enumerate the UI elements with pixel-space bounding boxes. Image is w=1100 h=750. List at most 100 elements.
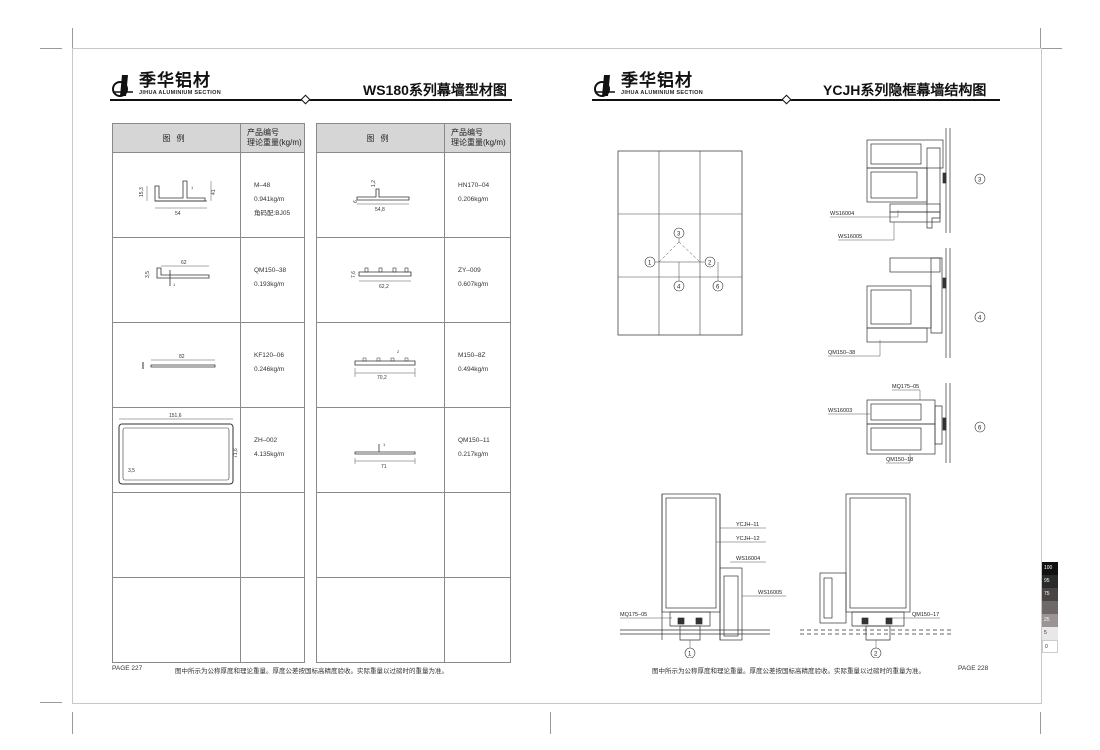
profile-code: M150–8Z [458,352,486,359]
logo-mark-icon [592,72,618,98]
header-rule [592,99,1000,101]
density-swatch: 100 [1042,562,1058,575]
header-rule [110,99,512,101]
dim-label: 82 [179,354,185,360]
crop-mark [1040,712,1041,734]
profile-weight: 0.494kg/m [458,366,489,373]
dim-label: 70,2 [377,375,387,381]
brand-name-en: JIHUA ALUMINIUM SECTION [139,90,221,96]
profile-weight: 0.246kg/m [254,366,285,373]
profile-drawing: 62,2 7,6 [317,238,444,322]
density-swatch [1042,601,1058,614]
empty-cell [113,578,240,662]
header-legend: 图例 [112,123,241,153]
brand-name-en: JIHUA ALUMINIUM SECTION [621,90,703,96]
dim-label: 3,5 [128,468,135,474]
dim-label: 15,3 [139,187,145,197]
page-title-left: WS180系列幕墙型材图 [363,82,507,98]
label-ws16003: WS16003 [828,408,852,414]
marker-4: 4 [677,285,681,291]
density-swatch: 25 [1042,614,1058,627]
profile-weight: 0.193kg/m [254,281,285,288]
crop-mark [1040,48,1062,49]
brand-name-cn: 季华铝材 [139,71,211,90]
crop-mark [40,702,62,703]
dim-label: 1 [173,282,176,287]
empty-cell [241,578,304,662]
header-info: 产品编号 理论重量(kg/m) [240,123,305,153]
label-ws16004-b: WS16004 [736,556,760,562]
crop-mark [72,712,73,734]
profile-code: M–48 [254,182,271,189]
profile-code: ZH–002 [254,437,278,444]
profile-code: QM150–11 [458,437,490,444]
elevation-grid: 3 1 2 4 6 [617,150,743,336]
density-swatch: 0 [1042,640,1058,653]
profile-drawing: 70,2 2 [317,323,444,407]
density-swatch: 95 [1042,575,1058,588]
empty-cell [317,578,444,662]
empty-cell [445,493,510,577]
brand-logo: 季华铝材 JIHUA ALUMINIUM SECTION [110,72,221,98]
dim-label: 71 [381,464,387,470]
label-mq175-05-top: MQ175–05 [892,384,919,390]
brand-logo: 季华铝材 JIHUA ALUMINIUM SECTION [592,72,703,98]
profile-weight: 0.217kg/m [458,451,489,458]
dim-label: 151,6 [169,413,182,419]
section-marker-3: 3 [978,178,982,184]
section-3 [866,128,951,233]
section-marker-1: 1 [688,652,692,658]
label-ws16005-b: WS16005 [758,590,782,596]
dim-label: 1 [383,442,386,447]
section-marker-2: 2 [874,652,878,658]
label-qm150-38: QM150–38 [828,350,855,356]
profile-code: ZY–009 [458,267,481,274]
page-title-right: YCJH系列隐框幕墙结构图 [823,82,987,98]
dim-label: 7,6 [351,271,357,278]
profile-weight: 0.941kg/m [254,196,285,203]
footnote-right: 图中所示为公称厚度和理论重量。厚度公差按国标高精度验收。实际重量以过磅时的重量为… [652,668,925,675]
dim-label: 71,6 [233,448,239,458]
marker-6: 6 [716,285,720,291]
header-info: 产品编号 理论重量(kg/m) [444,123,511,153]
dim-label: 6 [353,200,359,203]
footnote-left: 图中所示为公称厚度和理论重量。厚度公差按国标高精度验收。实际重量以过磅时的重量为… [175,668,448,675]
marker-1: 1 [648,261,652,267]
empty-cell [113,493,240,577]
profile-drawing: 82 [113,323,240,407]
label-qm150-17: QM150–17 [912,612,939,618]
profile-weight: 4.135kg/m [254,451,285,458]
dim-label: 41 [211,189,217,195]
dim-label: 3,5 [145,271,151,278]
header-info-weight: 理论重量(kg/m) [451,138,506,147]
profile-table-right: 图例 产品编号 理论重量(kg/m) 54,8 6 1,2 HN170–04 0… [316,123,511,663]
label-ws16005: WS16005 [838,234,862,240]
page-number-right: PAGE 228 [958,665,989,672]
crop-mark [40,48,62,49]
logo-mark-icon [110,72,136,98]
dim-label: 2 [397,349,400,354]
color-density-strip: 100 95 75 25 5 0 [1042,562,1058,653]
crop-mark [72,28,73,48]
label-ycjh-11: YCJH–11 [736,522,759,528]
profile-drawing: 54 15,3 41 1 [113,153,240,237]
profile-code: QM150–38 [254,267,287,274]
header-legend: 图例 [316,123,445,153]
dim-label: 1,2 [371,180,377,187]
header-info-code: 产品编号 [247,128,279,137]
dim-label: 62 [181,260,187,266]
profile-note: 角码配:BJ05 [254,210,291,217]
label-ycjh-12: YCJH–12 [736,536,760,542]
profile-drawing: 151,6 71,6 3,5 [113,408,240,492]
density-swatch: 75 [1042,588,1058,601]
section-6 [866,383,951,463]
header-info-weight: 理论重量(kg/m) [247,138,302,147]
crop-mark [550,712,551,734]
section-1 [620,493,770,641]
profile-drawing: 62 3,5 1 [113,238,240,322]
label-mq175-05-bottom: MQ175–05 [620,612,647,618]
brand-name-cn: 季华铝材 [621,71,693,90]
section-marker-6: 6 [978,426,982,432]
empty-cell [241,493,304,577]
profile-table-left: 图例 产品编号 理论重量(kg/m) 54 15,3 41 1 M–48 0.9 [112,123,305,663]
